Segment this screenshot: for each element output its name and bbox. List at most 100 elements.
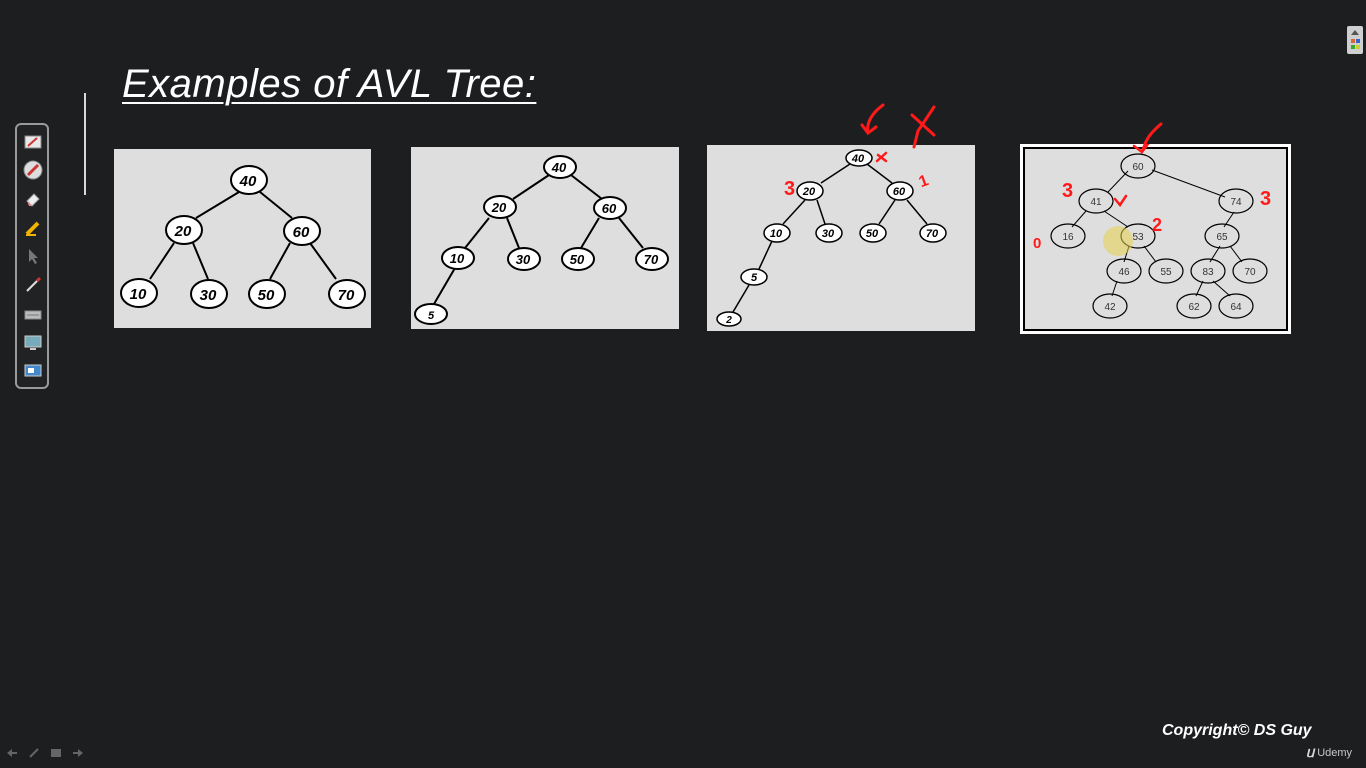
tree-node: [1218, 188, 1254, 214]
tree-node: [1176, 293, 1212, 319]
tree-node: [165, 215, 203, 245]
tree-node-label: 5: [428, 310, 435, 322]
tree-node-label: 40: [851, 153, 865, 165]
highlighter-icon[interactable]: [23, 218, 43, 238]
tree-node: [1078, 188, 1114, 214]
tree-node-label: 20: [802, 186, 816, 198]
tree-node: [1148, 258, 1184, 284]
tree-node: [414, 303, 448, 325]
tree-node: [635, 247, 669, 271]
slide-nav: [4, 745, 86, 761]
tree-node-label: 30: [200, 287, 217, 304]
tree-node: [561, 247, 595, 271]
tree-node-label: 50: [258, 287, 275, 304]
tree-node: [1120, 153, 1156, 179]
tree-node-label: 42: [1104, 302, 1116, 313]
tree-node-label: 53: [1132, 232, 1144, 243]
monitor-icon[interactable]: [23, 362, 43, 382]
udemy-watermark: ᥙ Udemy: [1306, 744, 1352, 761]
tree-node: [593, 196, 627, 220]
pen-toolbar: [15, 123, 49, 389]
slide-title: Examples of AVL Tree:: [122, 62, 537, 106]
tree-node: [796, 181, 824, 201]
tree-node-label: 30: [822, 228, 835, 240]
tree-node: [716, 311, 742, 327]
tree-node-label: 83: [1202, 267, 1214, 278]
tree-node-label: 10: [130, 286, 147, 303]
red-cross-mark: [875, 151, 888, 163]
tree-node-label: 30: [516, 252, 531, 267]
tree-node: [283, 216, 321, 246]
tree-node: [1204, 223, 1240, 249]
tree-node-label: 70: [338, 287, 355, 304]
tree-node-label: 70: [926, 228, 939, 240]
tree-node-label: 5: [751, 272, 758, 284]
red-cross-mark: [910, 105, 936, 149]
tree-node: [919, 223, 947, 243]
tree-node-label: 55: [1160, 267, 1172, 278]
tree-node-label: 41: [1090, 197, 1102, 208]
tree-node: [120, 278, 158, 308]
tree-node-label: 60: [293, 224, 310, 241]
tree-node: [1050, 223, 1086, 249]
divider: [84, 93, 86, 195]
annotation-2: 2: [1152, 215, 1162, 235]
tree-panel-3: 40 20 60 10 30 50 70 5 2 3 1: [707, 145, 975, 331]
tree-panel-2: 40 20 60 10 30 50 70 5: [411, 147, 679, 329]
tree-node: [886, 181, 914, 201]
tree-node-label: 16: [1062, 232, 1074, 243]
tree-node: [483, 195, 517, 219]
tree-node-label: 60: [893, 186, 906, 198]
ink-marks: [860, 103, 936, 149]
tree-node-label: 65: [1216, 232, 1228, 243]
tree-node-label: 20: [174, 223, 192, 240]
udemy-logo-icon: ᥙ: [1306, 744, 1315, 761]
tree-node-label: 40: [551, 160, 567, 175]
tree-node-label: 70: [1244, 267, 1256, 278]
prev-arrow-icon[interactable]: [4, 745, 20, 761]
eraser-icon[interactable]: [23, 189, 43, 209]
keyboard-icon[interactable]: [23, 305, 43, 325]
tree-node-label: 20: [491, 200, 507, 215]
red-check-mark: [1113, 194, 1128, 208]
color-icon[interactable]: [23, 160, 43, 180]
tree-node: [859, 223, 887, 243]
tree-node: [1232, 258, 1268, 284]
tree-node: [1218, 293, 1254, 319]
tree-node: [328, 279, 366, 309]
next-arrow-icon[interactable]: [70, 745, 86, 761]
tree-node-label: 64: [1230, 302, 1242, 313]
tree-node: [845, 149, 873, 167]
tree-node: [507, 247, 541, 271]
annotation-3: 3: [1260, 188, 1271, 210]
pen-icon[interactable]: [26, 745, 42, 761]
tree-node: [1106, 258, 1142, 284]
tree-node-label: 46: [1118, 267, 1130, 278]
annotation-3: 3: [1062, 180, 1073, 202]
tree-node-label: 40: [239, 173, 257, 190]
copyright-text: Copyright© DS Guy: [1162, 722, 1312, 739]
tree-node: [230, 165, 268, 195]
cursor-highlight: [1103, 226, 1133, 256]
pointer-icon[interactable]: [23, 246, 43, 266]
tree-node: [190, 279, 228, 309]
tree-node-label: 74: [1230, 197, 1242, 208]
corner-widget[interactable]: [1347, 26, 1363, 54]
tree-node-label: 60: [1132, 162, 1144, 173]
brush-icon[interactable]: [23, 275, 43, 295]
tree-node-label: 10: [770, 228, 783, 240]
screen-icon[interactable]: [23, 333, 43, 353]
annotation-0: 0: [1033, 235, 1041, 252]
tree-node: [441, 246, 475, 270]
tree-node: [740, 268, 768, 286]
tree-node: [815, 223, 843, 243]
pen-icon[interactable]: [23, 132, 43, 152]
tree-panel-4: 60 41 74 16 53 65 46 55 83 70 42 62 64 3: [1020, 144, 1291, 334]
tree-node-label: 62: [1188, 302, 1200, 313]
tree-node-label: 2: [725, 315, 732, 326]
ink-marks: [1143, 122, 1163, 146]
tree-node-label: 50: [570, 252, 585, 267]
tree-panel-1: 40 20 60 10 30 50 70: [114, 149, 371, 328]
menu-icon[interactable]: [48, 745, 64, 761]
